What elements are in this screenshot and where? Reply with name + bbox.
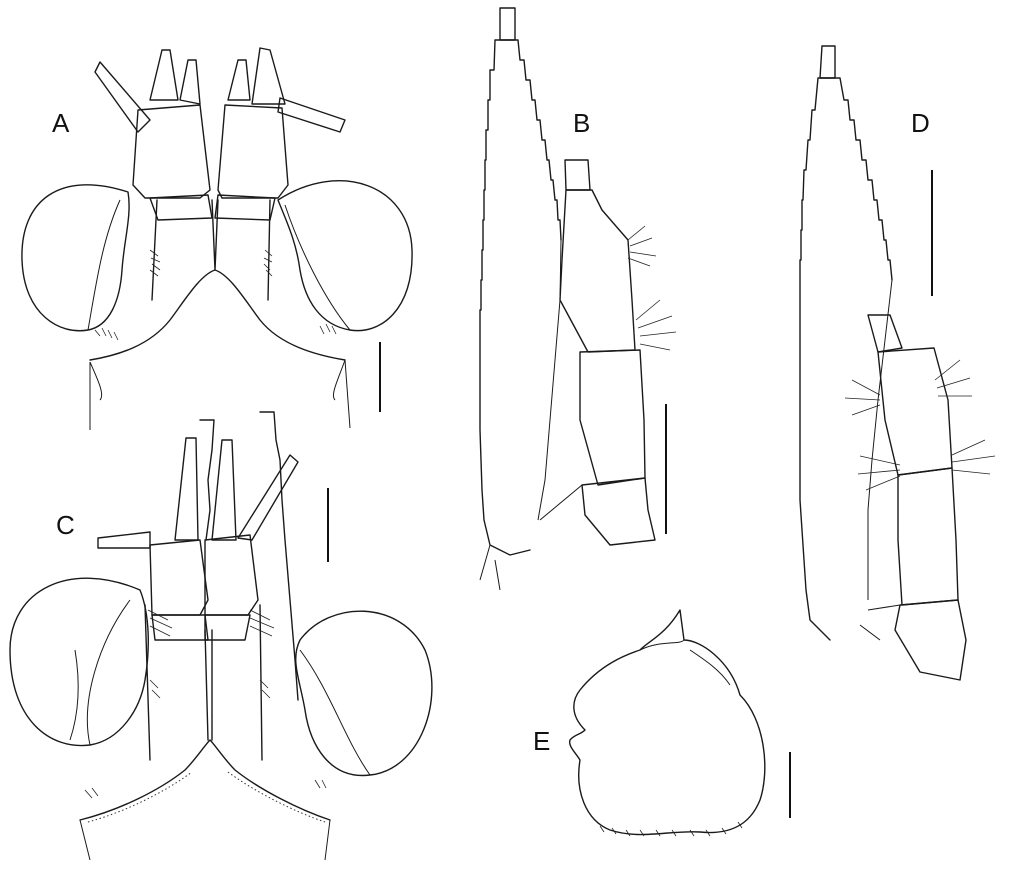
panel-a-drawing (21, 47, 413, 430)
panel-b-drawing (479, 7, 677, 591)
panel-e-drawing (568, 609, 791, 837)
panel-c-drawing (9, 411, 433, 861)
panel-label-e: E (533, 726, 551, 756)
panel-label-b: B (573, 108, 591, 138)
panel-label-c: C (56, 510, 75, 540)
panel-d-drawing (799, 45, 996, 681)
panel-label-d: D (911, 108, 930, 138)
panel-label-a: A (52, 108, 70, 138)
